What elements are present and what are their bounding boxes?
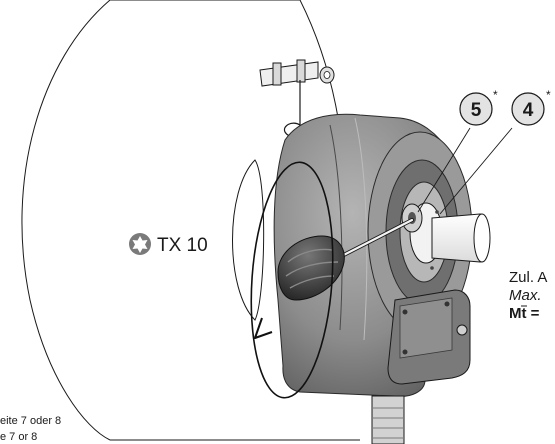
tool-label: TX 10 [157,235,208,256]
callout-4: 4 * [511,88,551,126]
callout-4-asterisk: * [546,88,551,102]
note-right-line3: Mt = [509,305,540,322]
callout-leaders [417,127,513,215]
note-right-line2: Max. [509,287,542,304]
connector-box [371,289,471,444]
encoder-housing [273,113,491,397]
callout-5: 5 * [459,88,498,126]
callout-4-number: 4 [523,100,534,121]
motor-cylinder [21,0,360,441]
note-bottom-line2: e 7 or 8 [0,431,37,443]
note-bottom-line1: eite 7 oder 8 [0,415,61,427]
rotation-arrow-icon [250,161,334,399]
callout-5-asterisk: * [493,88,498,102]
screwdriver [277,218,414,301]
note-right-line1: Zul. A [509,269,547,286]
torx-icon [129,233,151,255]
callout-5-number: 5 [471,100,482,121]
